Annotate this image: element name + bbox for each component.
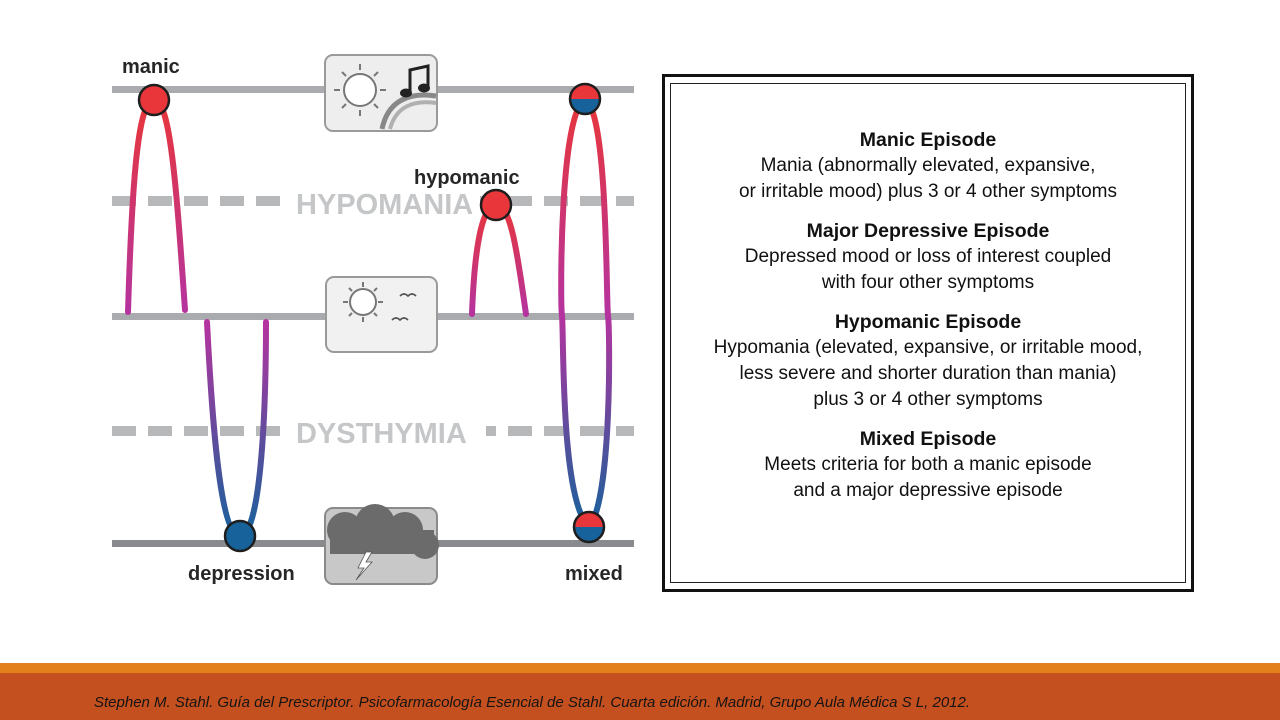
mixed-episode-definition: Mixed Episode Meets criteria for both a … bbox=[671, 426, 1185, 504]
manic-episode-definition: Manic Episode Mania (abnormally elevated… bbox=[671, 127, 1185, 205]
episode-title: Hypomanic Episode bbox=[834, 311, 1022, 333]
manic-label: manic bbox=[122, 56, 180, 78]
mixed-curve-right bbox=[582, 97, 613, 530]
mixed-top-dot bbox=[568, 82, 602, 116]
episode-description: Depressed mood or loss of interest coupl… bbox=[744, 246, 1112, 293]
episode-description: Hypomania (elevated, expansive, or irrit… bbox=[713, 337, 1143, 410]
manic-dot bbox=[137, 83, 171, 117]
sun-birds-icon bbox=[325, 276, 438, 353]
mixed-curve-left bbox=[558, 97, 592, 530]
hypomanic-curve bbox=[469, 201, 529, 317]
episode-title: Mixed Episode bbox=[859, 428, 997, 450]
episode-title: Major Depressive Episode bbox=[806, 220, 1050, 242]
episode-description: Meets criteria for both a manic episode … bbox=[764, 454, 1092, 501]
storm-cloud-icon bbox=[324, 504, 439, 585]
mood-episode-diagram: HYPOMANIA DYSTHYMIA bbox=[112, 54, 634, 585]
mixed-label: mixed bbox=[565, 563, 623, 585]
mixed-bottom-dot bbox=[572, 510, 606, 544]
episode-definitions-panel: Manic Episode Mania (abnormally elevated… bbox=[662, 74, 1194, 592]
footer-accent-stripe bbox=[0, 663, 1280, 673]
citation-text: Stephen M. Stahl. Guía del Prescriptor. … bbox=[94, 694, 971, 711]
dysthymia-zone-label: DYSTHYMIA bbox=[296, 418, 467, 450]
hypomanic-label: hypomanic bbox=[414, 167, 520, 189]
hypomania-zone-label: HYPOMANIA bbox=[296, 189, 473, 221]
footer-bar: Stephen M. Stahl. Guía del Prescriptor. … bbox=[0, 673, 1280, 720]
hypomanic-dot bbox=[479, 188, 513, 222]
episode-title: Manic Episode bbox=[859, 129, 997, 151]
sun-music-icon bbox=[324, 54, 438, 132]
episode-definitions-inner-frame: Manic Episode Mania (abnormally elevated… bbox=[670, 83, 1186, 583]
major-depressive-episode-definition: Major Depressive Episode Depressed mood … bbox=[671, 218, 1185, 296]
depression-dot bbox=[223, 519, 257, 553]
depression-label: depression bbox=[188, 563, 295, 585]
episode-description: Mania (abnormally elevated, expansive, o… bbox=[738, 155, 1118, 202]
hypomanic-episode-definition: Hypomanic Episode Hypomania (elevated, e… bbox=[671, 309, 1185, 413]
